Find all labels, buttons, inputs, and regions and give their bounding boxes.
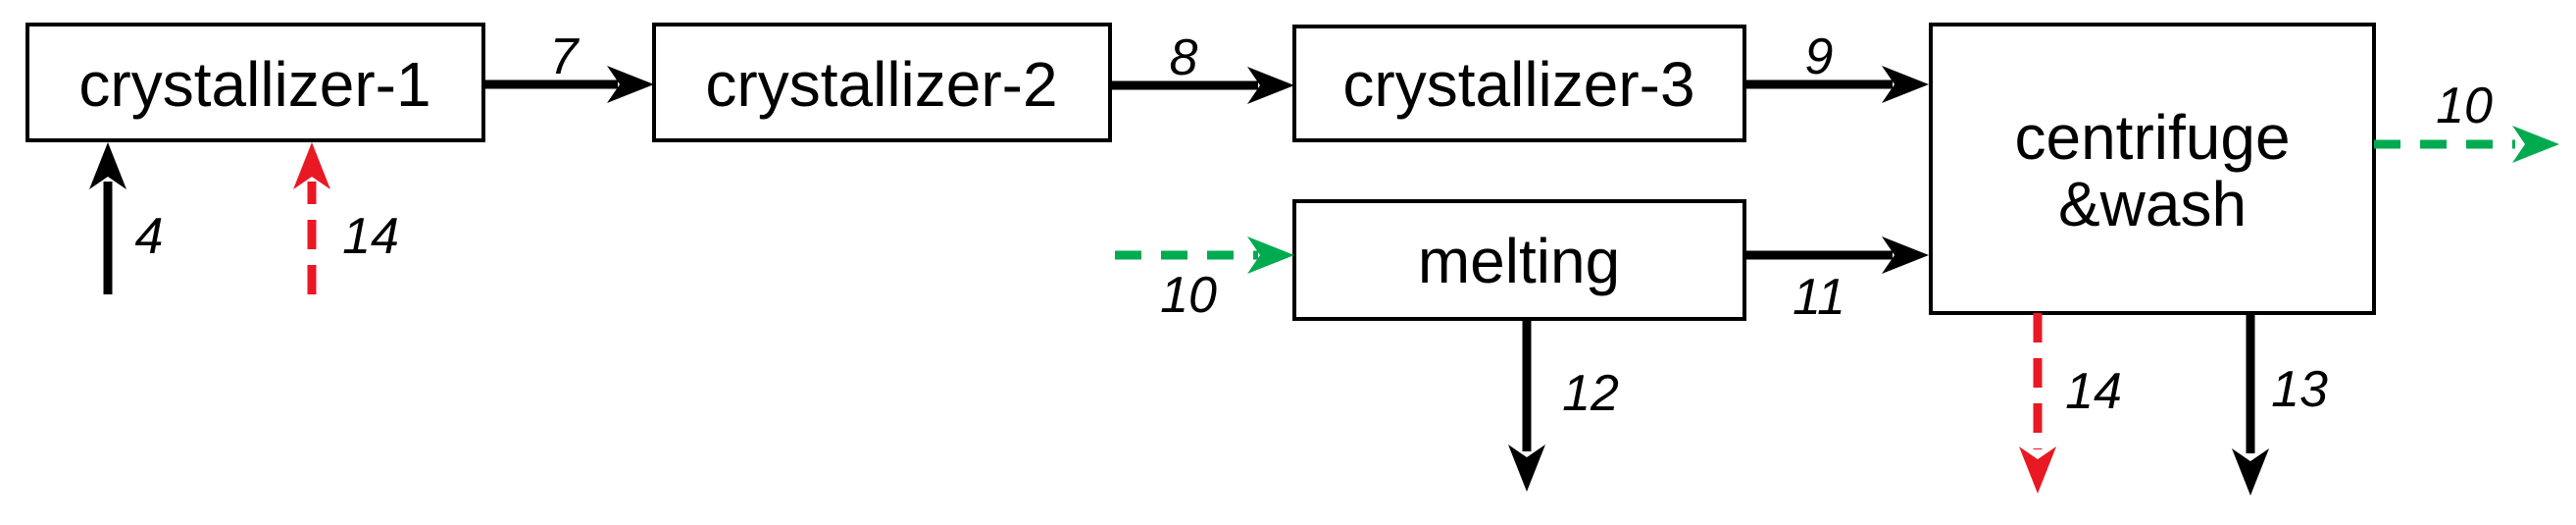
- unit-label-centrifuge-line2: &wash: [2058, 169, 2247, 239]
- stream-12-label: 12: [1562, 365, 1619, 422]
- stream-14-recycle-in-label: 14: [342, 208, 399, 265]
- unit-label-crystallizer-3: crystallizer-3: [1342, 49, 1694, 120]
- stream-13-label: 13: [2271, 361, 2328, 418]
- stream-8-label: 8: [1170, 29, 1198, 86]
- stream-10-recycle-in-arrowhead-icon: [1247, 236, 1294, 274]
- stream-14-recycle-in-arrowhead-icon: [293, 142, 330, 189]
- stream-10-recycle-in-label: 10: [1160, 267, 1217, 324]
- stream-7-arrowhead-icon: [607, 66, 654, 103]
- stream-14-recycle-out-label: 14: [2065, 363, 2122, 420]
- stream-10-recycle-out-label: 10: [2436, 78, 2493, 134]
- stream-7-label: 7: [550, 28, 581, 85]
- unit-box-crystallizer-1: [25, 23, 485, 142]
- stream-11-label: 11: [1793, 269, 1845, 326]
- stream-4-arrowhead-icon: [89, 142, 126, 189]
- unit-box-crystallizer-2: [652, 23, 1112, 142]
- stream-11-arrowhead-icon: [1882, 236, 1929, 274]
- stream-4-label: 4: [135, 208, 164, 265]
- stream-9-label: 9: [1805, 28, 1834, 85]
- unit-label-melting: melting: [1418, 226, 1620, 296]
- stream-9-arrowhead-icon: [1882, 66, 1929, 103]
- unit-box-crystallizer-3: [1292, 25, 1746, 142]
- stream-13-arrowhead-icon: [2232, 448, 2269, 496]
- unit-label-crystallizer-2: crystallizer-2: [705, 49, 1057, 120]
- unit-label-crystallizer-1: crystallizer-1: [78, 49, 430, 120]
- stream-14-recycle-out-arrowhead-icon: [2019, 446, 2056, 494]
- stream-12-arrowhead-icon: [1508, 445, 1545, 492]
- unit-label-centrifuge-line1: centrifuge: [2014, 102, 2290, 173]
- unit-box-centrifuge-wash: [1929, 23, 2376, 315]
- stream-10-recycle-out-arrowhead-icon: [2512, 126, 2559, 163]
- stream-8-arrowhead-icon: [1247, 67, 1294, 104]
- unit-box-melting: [1292, 199, 1746, 321]
